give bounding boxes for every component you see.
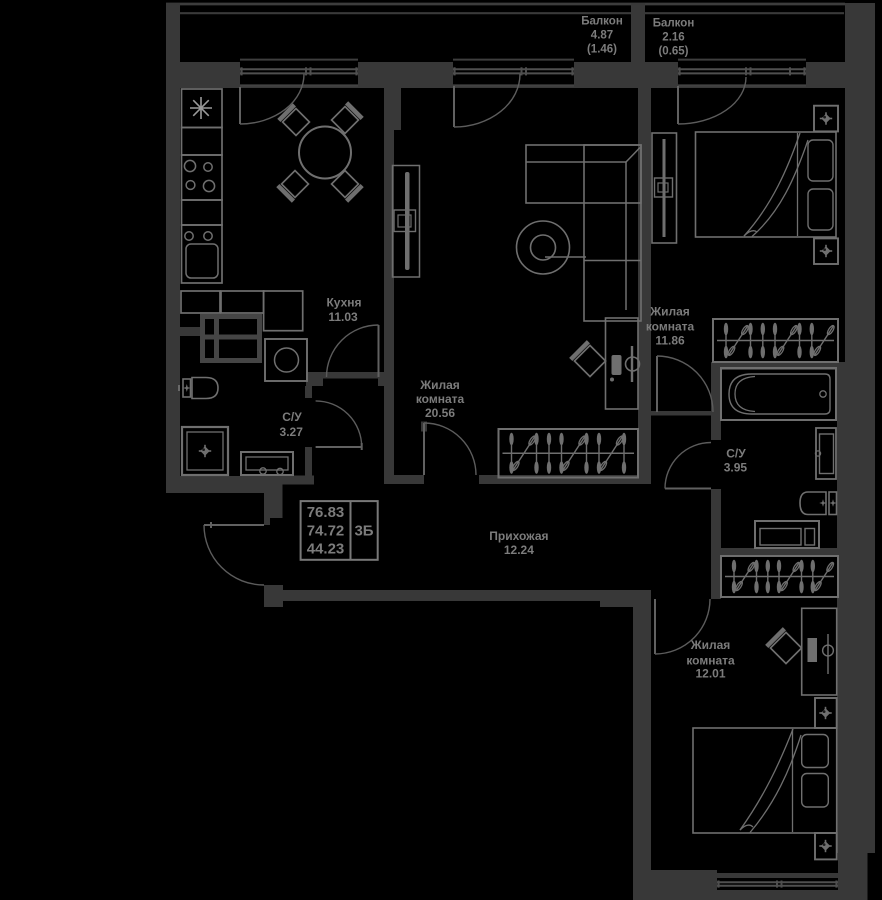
- svg-text:3.27: 3.27: [280, 425, 304, 439]
- svg-text:Жилая: Жилая: [649, 305, 690, 319]
- svg-text:(1.46): (1.46): [587, 44, 617, 56]
- svg-text:11.86: 11.86: [655, 334, 685, 348]
- svg-text:С/У: С/У: [726, 447, 746, 461]
- svg-text:(0.65): (0.65): [658, 46, 688, 58]
- svg-text:комната: комната: [646, 320, 695, 334]
- svg-text:Кухня: Кухня: [326, 296, 361, 310]
- svg-text:11.03: 11.03: [328, 310, 358, 324]
- svg-text:20.56: 20.56: [425, 406, 455, 420]
- svg-text:комната: комната: [416, 392, 465, 406]
- svg-text:Жилая: Жилая: [690, 638, 731, 652]
- svg-text:Балкон: Балкон: [581, 16, 623, 28]
- svg-text:12.24: 12.24: [504, 543, 534, 557]
- svg-text:Балкон: Балкон: [653, 18, 695, 30]
- svg-text:Прихожая: Прихожая: [489, 529, 548, 543]
- svg-text:Жилая: Жилая: [419, 378, 460, 392]
- svg-text:3Б: 3Б: [354, 523, 373, 540]
- svg-text:3.95: 3.95: [724, 461, 748, 475]
- svg-text:С/У: С/У: [282, 410, 302, 424]
- svg-text:44.23: 44.23: [307, 541, 345, 558]
- svg-text:12.01: 12.01: [695, 667, 725, 681]
- svg-text:76.83: 76.83: [307, 504, 345, 521]
- svg-text:комната: комната: [686, 654, 735, 668]
- svg-text:74.72: 74.72: [307, 523, 345, 540]
- svg-text:2.16: 2.16: [662, 32, 684, 44]
- svg-text:4.87: 4.87: [591, 30, 613, 42]
